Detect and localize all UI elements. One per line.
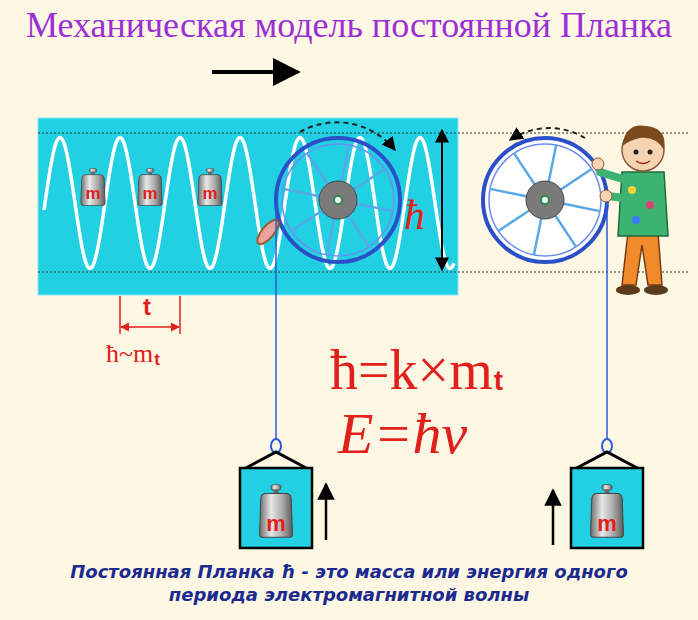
caption: Постоянная Планка ħ - это масса или энер… — [30, 560, 668, 607]
formula: E=ħν — [338, 402, 467, 466]
wave-band — [38, 118, 458, 295]
boy-figure — [592, 125, 668, 295]
weight: m — [257, 484, 295, 538]
mass-label: m — [142, 185, 157, 206]
amplitude-arrow — [441, 130, 443, 270]
lift-arrow — [325, 484, 328, 540]
lift-arrow — [552, 490, 555, 545]
sine-wave — [44, 137, 454, 268]
subscript: t — [494, 366, 503, 397]
weight: m — [196, 168, 224, 206]
period-label: t — [143, 294, 151, 320]
bucket — [571, 439, 643, 548]
mass-label: m — [266, 512, 286, 538]
subscript: t — [154, 351, 160, 370]
sine-wave — [44, 137, 454, 268]
mass-label: m — [597, 512, 617, 538]
rotation-arrow — [300, 122, 395, 150]
period-tick — [119, 296, 121, 334]
amplitude-line — [38, 133, 688, 134]
formula: ħ=k×m — [330, 340, 493, 402]
amplitude-label: ħ — [404, 192, 425, 238]
period-tick — [179, 296, 181, 334]
wheel — [483, 138, 607, 262]
wheel — [276, 138, 400, 262]
rotation-arrow — [510, 128, 585, 140]
title: Механическая модель постоянной Планка — [0, 6, 698, 46]
weight: m — [136, 168, 164, 206]
mass-label: m — [202, 185, 217, 206]
crank-handle — [254, 217, 282, 248]
bucket — [240, 439, 312, 548]
rope — [606, 200, 608, 440]
rope — [275, 205, 277, 440]
mass-label: m — [85, 185, 100, 206]
relation-label: ħ~m — [106, 340, 153, 369]
direction-arrow — [212, 70, 298, 74]
weight: m — [588, 484, 626, 538]
amplitude-line — [38, 272, 688, 273]
period-arrow — [121, 326, 179, 328]
weight: m — [79, 168, 107, 206]
